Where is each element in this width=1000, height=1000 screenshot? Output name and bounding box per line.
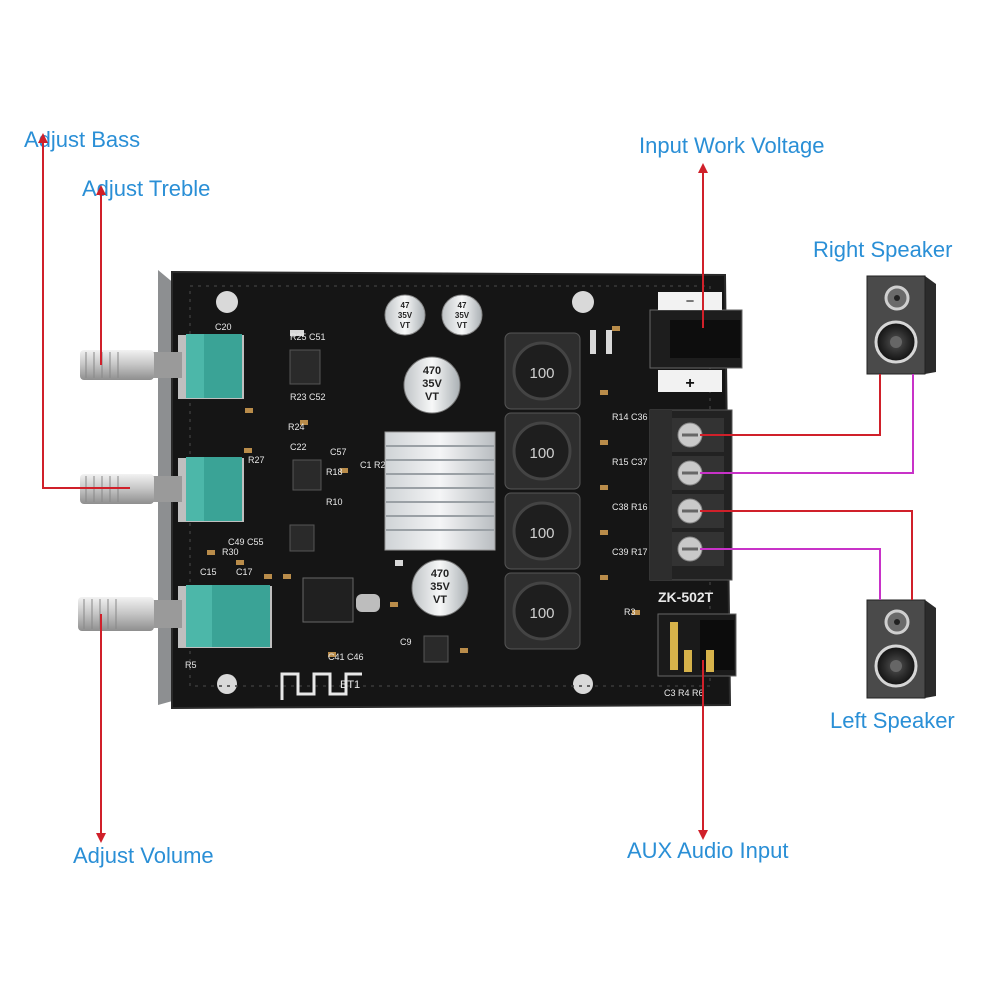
dc-power-jack[interactable]: − +: [649, 292, 743, 392]
svg-text:R27: R27: [248, 455, 265, 465]
svg-text:C49 C55: C49 C55: [228, 537, 264, 547]
bt-silk-label: BT1: [340, 679, 360, 691]
inductor-2: 100: [504, 412, 581, 490]
svg-text:R18: R18: [326, 467, 343, 477]
mount-hole: [573, 674, 593, 694]
ic-chip: [289, 349, 321, 385]
svg-text:35V: 35V: [455, 311, 470, 320]
svg-text:C41 C46: C41 C46: [328, 652, 364, 662]
svg-text:R30: R30: [222, 547, 239, 557]
plus-polarity: +: [685, 375, 694, 392]
mount-hole: [572, 291, 594, 313]
svg-text:R24: R24: [288, 422, 305, 432]
svg-text:VT: VT: [457, 321, 467, 330]
svg-text:35V: 35V: [430, 581, 450, 593]
svg-text:470: 470: [431, 568, 449, 580]
right-speaker-icon: [866, 275, 936, 375]
small-capacitor-right: 47 35V VT: [441, 294, 483, 336]
large-capacitor-bottom: 470 35V VT: [411, 559, 469, 617]
aux-audio-jack[interactable]: [657, 613, 737, 677]
large-capacitor-top: 470 35V VT: [403, 356, 461, 414]
svg-text:47: 47: [401, 301, 410, 310]
svg-text:R14 C36: R14 C36: [612, 412, 648, 422]
ic-chip: [292, 459, 322, 491]
svg-text:VT: VT: [433, 594, 447, 606]
svg-text:35V: 35V: [422, 378, 442, 390]
crystal: [356, 594, 380, 612]
mount-hole: [217, 674, 237, 694]
svg-text:C3 R4 R6: C3 R4 R6: [664, 688, 704, 698]
svg-text:100: 100: [529, 365, 554, 382]
ic-chip: [289, 524, 315, 552]
left-speaker-label: Left Speaker: [830, 708, 955, 733]
svg-text:R3: R3: [624, 607, 636, 617]
right-speaker-label: Right Speaker: [813, 237, 953, 262]
speaker-terminal-block: [649, 409, 733, 581]
inductor-3: 100: [504, 492, 581, 570]
svg-text:R15 C37: R15 C37: [612, 457, 648, 467]
svg-text:C17: C17: [236, 567, 253, 577]
bluetooth-chip: [302, 577, 354, 623]
svg-text:100: 100: [529, 605, 554, 622]
svg-text:47: 47: [458, 301, 467, 310]
svg-text:100: 100: [529, 525, 554, 542]
inductor-1: 100: [504, 332, 581, 410]
treble-potentiometer[interactable]: [80, 457, 244, 522]
svg-text:VT: VT: [425, 391, 439, 403]
svg-text:C9: C9: [400, 637, 412, 647]
svg-text:C39 R17: C39 R17: [612, 547, 648, 557]
board-model-label: ZK-502T: [658, 589, 714, 605]
adjust-volume-label: Adjust Volume: [73, 843, 214, 868]
volume-potentiometer[interactable]: [78, 585, 272, 648]
inductor-4: 100: [504, 572, 581, 650]
svg-text:R5: R5: [185, 660, 197, 670]
svg-text:35V: 35V: [398, 311, 413, 320]
speaker-wires: [700, 374, 914, 600]
svg-text:C15: C15: [200, 567, 217, 577]
svg-text:R23 C52: R23 C52: [290, 392, 326, 402]
svg-text:R10: R10: [326, 497, 343, 507]
mount-hole: [216, 291, 238, 313]
bass-knob[interactable]: [80, 350, 154, 380]
svg-text:VT: VT: [400, 321, 410, 330]
svg-text:470: 470: [423, 365, 441, 377]
heatsink: [384, 431, 496, 551]
svg-text:C38 R16: C38 R16: [612, 502, 648, 512]
svg-text:C57: C57: [330, 447, 347, 457]
bluetooth-antenna: [280, 672, 362, 700]
bass-potentiometer[interactable]: [80, 334, 244, 399]
small-capacitor-left: 47 35V VT: [384, 294, 426, 336]
aux-audio-input-label: AUX Audio Input: [627, 838, 789, 863]
input-work-voltage-label: Input Work Voltage: [639, 133, 825, 158]
svg-text:C1 R2 C8: C1 R2 C8: [360, 460, 400, 470]
svg-text:100: 100: [529, 445, 554, 462]
terminal-screw-4[interactable]: [672, 532, 724, 566]
svg-text:C20: C20: [215, 322, 232, 332]
bass-arrow: [38, 133, 130, 489]
left-speaker-icon: [866, 599, 936, 699]
callout-arrows: [38, 133, 708, 843]
minus-polarity: −: [686, 293, 695, 310]
ic-chip: [423, 635, 449, 663]
svg-text:C22: C22: [290, 442, 307, 452]
svg-text:R25 C51: R25 C51: [290, 332, 326, 342]
